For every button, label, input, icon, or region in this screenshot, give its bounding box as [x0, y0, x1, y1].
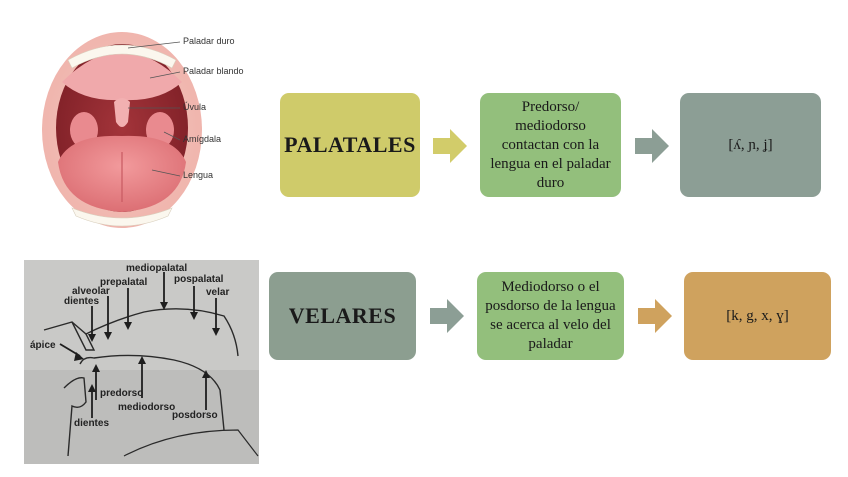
arrow-velares-1: [430, 299, 464, 333]
sketch-label-prepalatal: prepalatal: [100, 277, 147, 288]
palatales-description-box: Predorso/ mediodorso contactan con la le…: [480, 93, 621, 197]
sketch-label-velar: velar: [206, 287, 229, 298]
arrow-palatales-1: [433, 129, 467, 163]
arrow-velares-2: [638, 299, 672, 333]
mouth-drawing: [42, 32, 202, 228]
sketch-label-dientes-top: dientes: [64, 296, 99, 307]
palatales-description: Predorso/ mediodorso contactan con la le…: [490, 98, 611, 191]
tongue-label: Lengua: [183, 170, 214, 180]
soft-palate-label: Paladar blando: [183, 66, 244, 76]
uvula-label: Úvula: [183, 102, 207, 112]
sketch-label-pospalatal: pospalatal: [174, 274, 224, 285]
sketch-label-alveolar: alveolar: [72, 286, 110, 297]
palatales-box: PALATALES: [280, 93, 420, 197]
velares-description-box: Mediodorso o el posdorso de la lengua se…: [477, 272, 624, 360]
palatales-sounds-box: [ʎ, ɲ, ʝ]: [680, 93, 821, 197]
arrow-palatales-2: [635, 129, 669, 163]
tongue-sketch: mediopalatal pospalatal prepalatal alveo…: [24, 260, 259, 464]
sketch-label-apice: ápice: [30, 340, 56, 351]
sketch-label-mediopalatal: mediopalatal: [126, 263, 187, 274]
mouth-illustration: Paladar duro Paladar blando Úvula Amígda…: [40, 22, 265, 242]
velares-description: Mediodorso o el posdorso de la lengua se…: [485, 279, 616, 352]
palatales-sounds: [ʎ, ɲ, ʝ]: [728, 136, 773, 153]
hard-palate-label: Paladar duro: [183, 36, 235, 46]
velares-sounds-box: [k, g, x, ɣ]: [684, 272, 831, 360]
sketch-label-predorso: predorso: [100, 388, 143, 399]
sketch-label-posdorso: posdorso: [172, 410, 218, 421]
velares-box: VELARES: [269, 272, 416, 360]
tongue-sketch-drawing: mediopalatal pospalatal prepalatal alveo…: [24, 260, 259, 464]
velares-title: VELARES: [288, 303, 397, 328]
sketch-label-dientes-bottom: dientes: [74, 418, 109, 429]
velares-sounds: [k, g, x, ɣ]: [726, 307, 789, 324]
palatales-title: PALATALES: [284, 132, 416, 157]
tonsil-label: Amígdala: [183, 134, 222, 144]
sketch-label-mediodorso: mediodorso: [118, 402, 175, 413]
